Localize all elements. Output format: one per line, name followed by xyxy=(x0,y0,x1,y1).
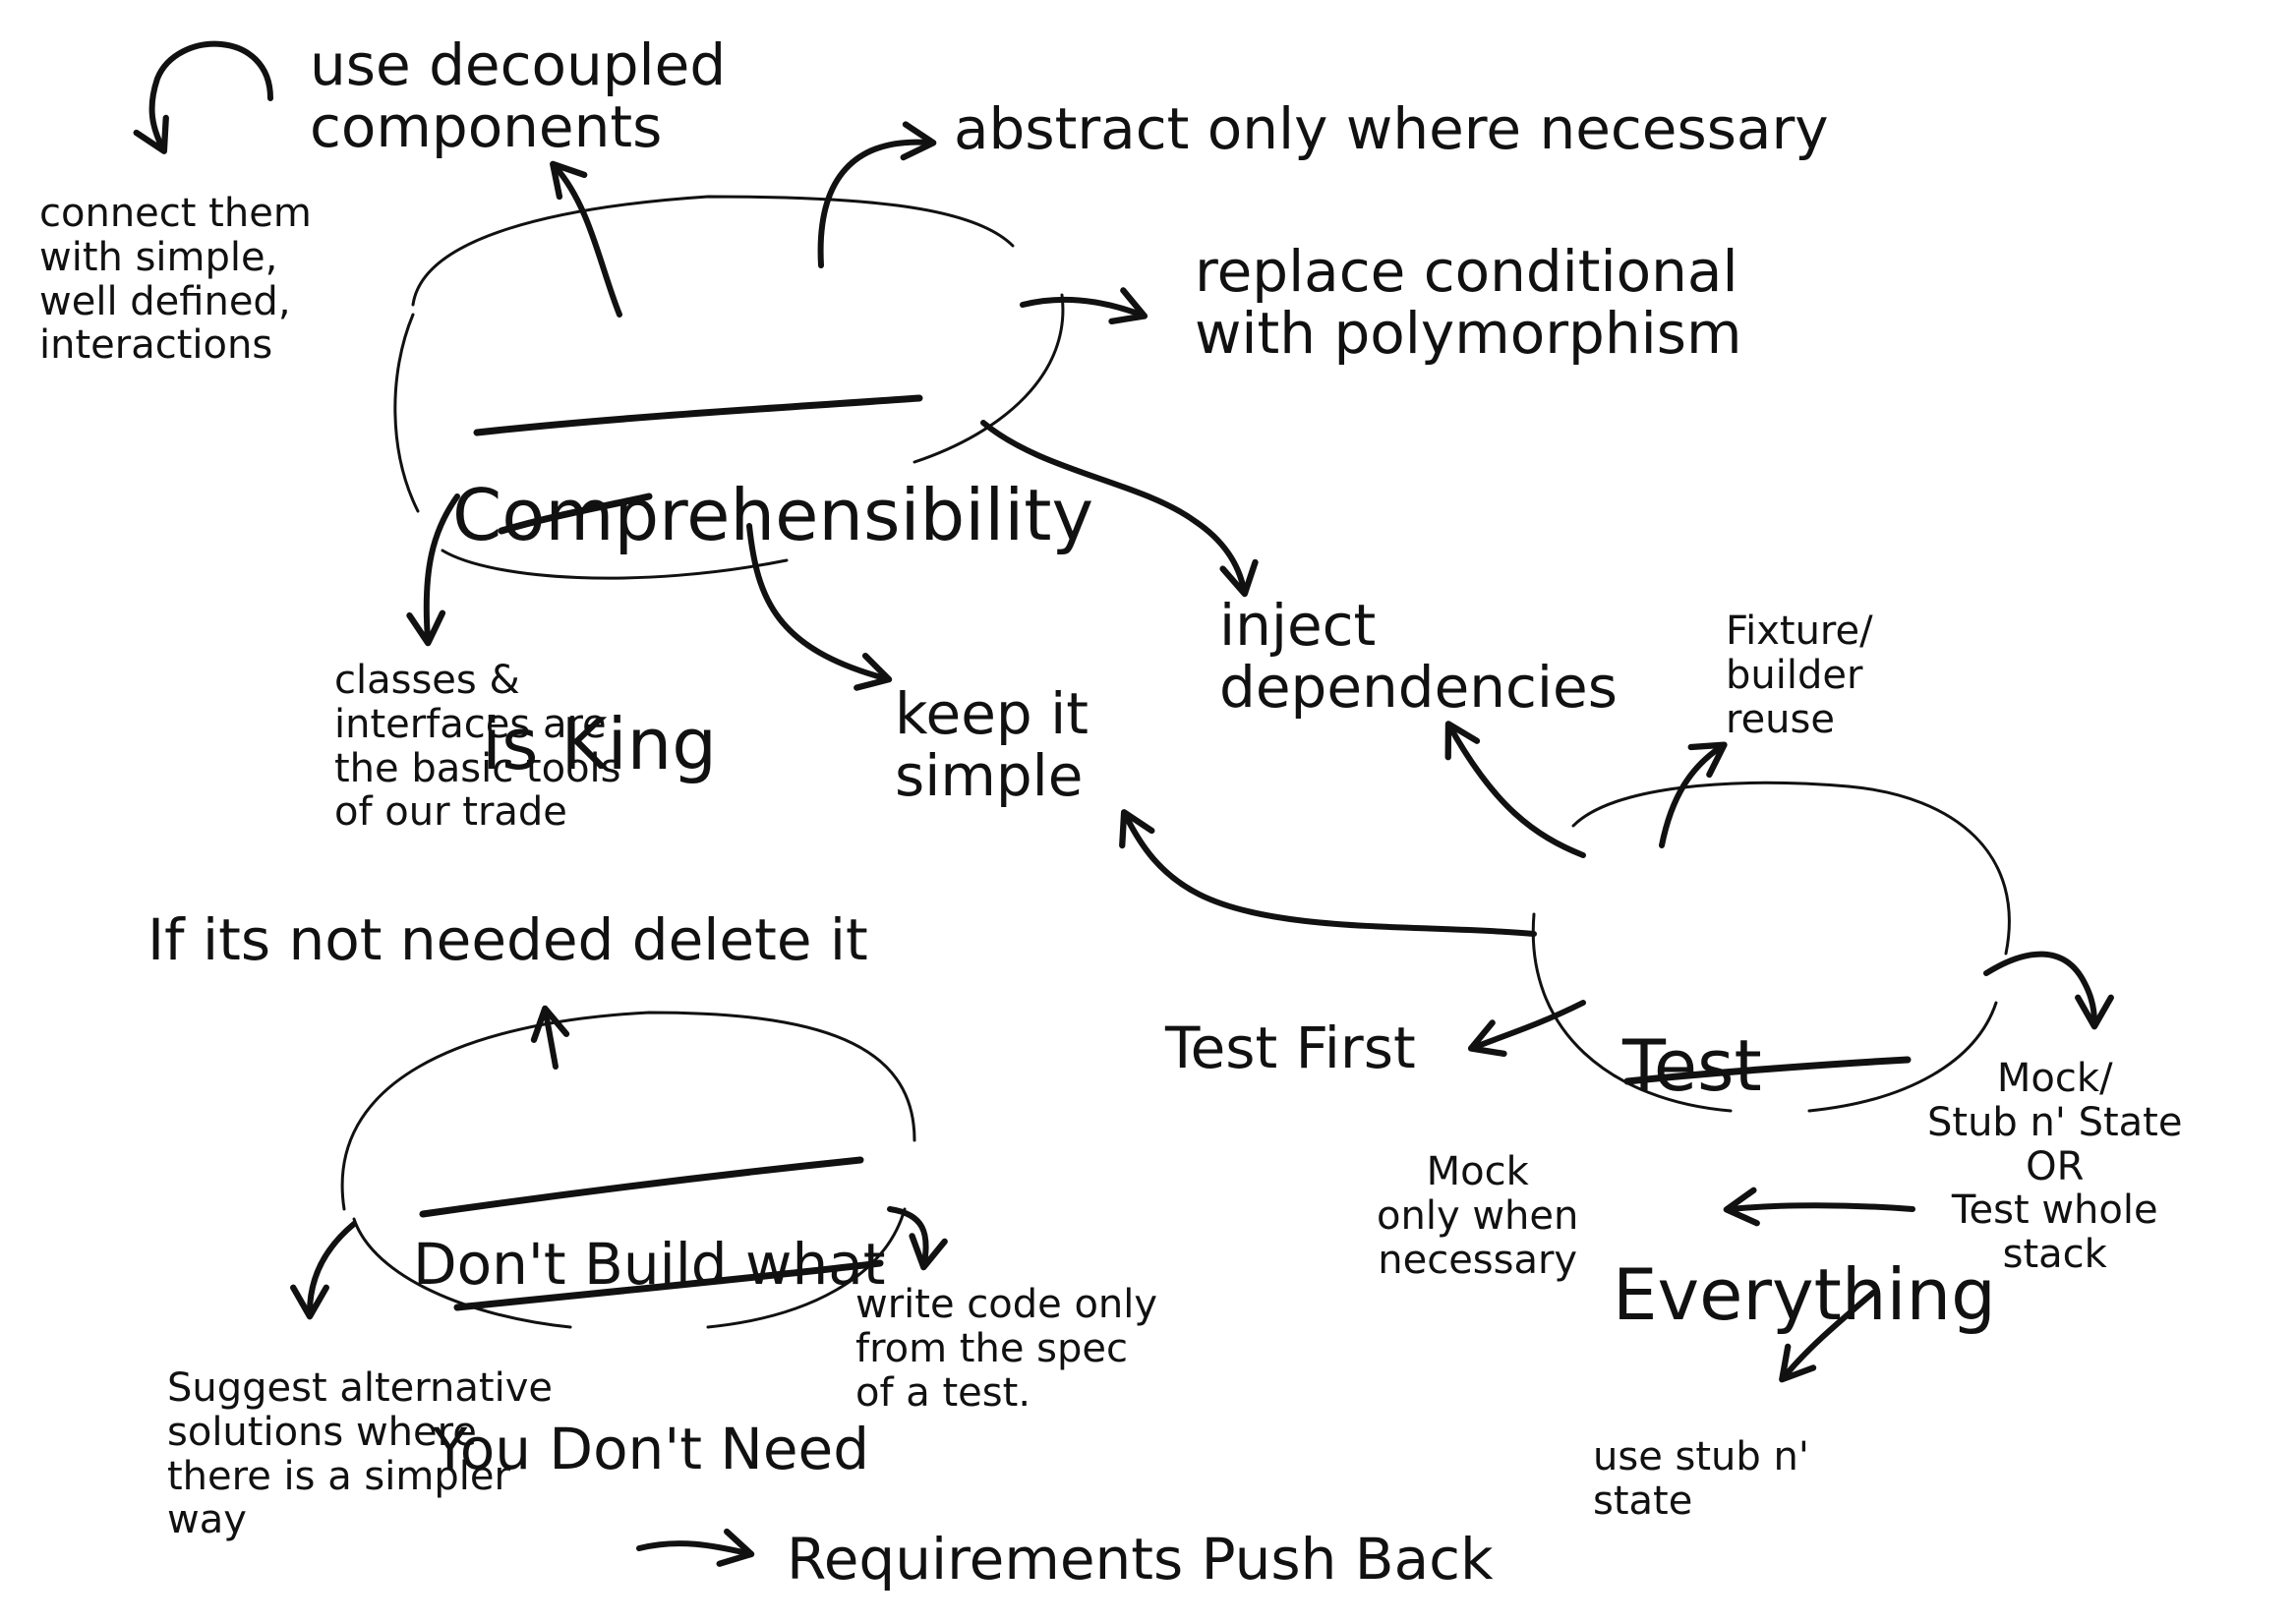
arrow-to-mock-stub xyxy=(1983,951,2114,1030)
hub-ellipse-test-everything xyxy=(1531,781,2011,1113)
note-requirements: Requirements Push Back xyxy=(787,1526,1494,1593)
hub-test-everything-line2: Everything xyxy=(1613,1252,1996,1336)
arrow-to-inject xyxy=(980,420,1259,598)
underline-test-everything xyxy=(1623,1056,1912,1085)
note-use-decoupled: use decoupled components xyxy=(310,31,727,160)
arrow-to-test-first xyxy=(1467,1000,1586,1058)
hub-comprehensibility: Comprehensibility is King xyxy=(452,324,1093,859)
arrow-to-if-not-needed xyxy=(530,1005,570,1070)
note-connect-them: connect them with simple, well defined, … xyxy=(39,191,312,369)
note-write-code: write code only from the spec of a test. xyxy=(855,1282,1158,1416)
note-mock-stub: Mock/ Stub n' State OR Test whole stack xyxy=(1927,1056,2183,1278)
arrow-to-use-stub xyxy=(1779,1290,1876,1383)
arrow-to-use-decoupled xyxy=(550,160,622,318)
underline-you-dont-need xyxy=(453,1259,884,1311)
underline-comprehensibility xyxy=(473,394,923,436)
arrow-to-requirements xyxy=(636,1528,755,1567)
hub-dont-build: Don't Build what You Don't Need xyxy=(413,1111,886,1541)
arrow-to-suggest xyxy=(290,1221,357,1320)
hub-comprehensibility-line2: is King xyxy=(482,702,717,785)
hub-test-everything: Test Everything xyxy=(1613,875,1996,1410)
hub-ellipse-comprehensibility xyxy=(393,195,1065,580)
note-keep-simple: keep it simple xyxy=(895,680,1089,809)
arrow-to-inject-from-test xyxy=(1444,721,1586,858)
note-test-first: Test First xyxy=(1165,1014,1416,1081)
hub-test-everything-line1: Test xyxy=(1622,1023,1762,1107)
note-fixture: Fixture/ builder reuse xyxy=(1726,609,1873,742)
arrow-to-keep-simple xyxy=(746,523,893,691)
note-use-stub: use stub n' state xyxy=(1593,1434,1809,1524)
note-inject: inject dependencies xyxy=(1219,592,1618,721)
hub-dont-build-line2: You Don't Need xyxy=(433,1416,870,1483)
arrow-loop-to-connect xyxy=(133,40,273,154)
hub-dont-build-line1: Don't Build what xyxy=(413,1231,886,1299)
note-mock-only: Mock only when necessary xyxy=(1377,1149,1579,1283)
hub-comprehensibility-line1: Comprehensibility xyxy=(452,473,1094,556)
arrow-to-fixture xyxy=(1659,741,1728,848)
arrow-to-mock-only xyxy=(1723,1187,1915,1227)
note-abstract: abstract only where necessary xyxy=(954,95,1829,162)
underline-dont-build xyxy=(419,1156,864,1218)
arrow-to-abstract xyxy=(817,121,937,268)
note-suggest: Suggest alternative solutions where ther… xyxy=(167,1365,553,1543)
hub-ellipse-dont-build xyxy=(340,1011,916,1329)
arrow-to-write-code xyxy=(887,1206,948,1271)
note-if-not-needed: If its not needed delete it xyxy=(147,906,868,973)
arrow-to-classes xyxy=(406,493,460,647)
underline-is-king xyxy=(498,493,653,535)
note-classes: classes & interfaces are the basic tools… xyxy=(334,658,621,836)
note-replace-conditional: replace conditional with polymorphism xyxy=(1195,238,1742,367)
arrow-to-replace-conditional xyxy=(1020,287,1148,325)
arrow-to-keep-simple-from-test xyxy=(1119,809,1537,937)
